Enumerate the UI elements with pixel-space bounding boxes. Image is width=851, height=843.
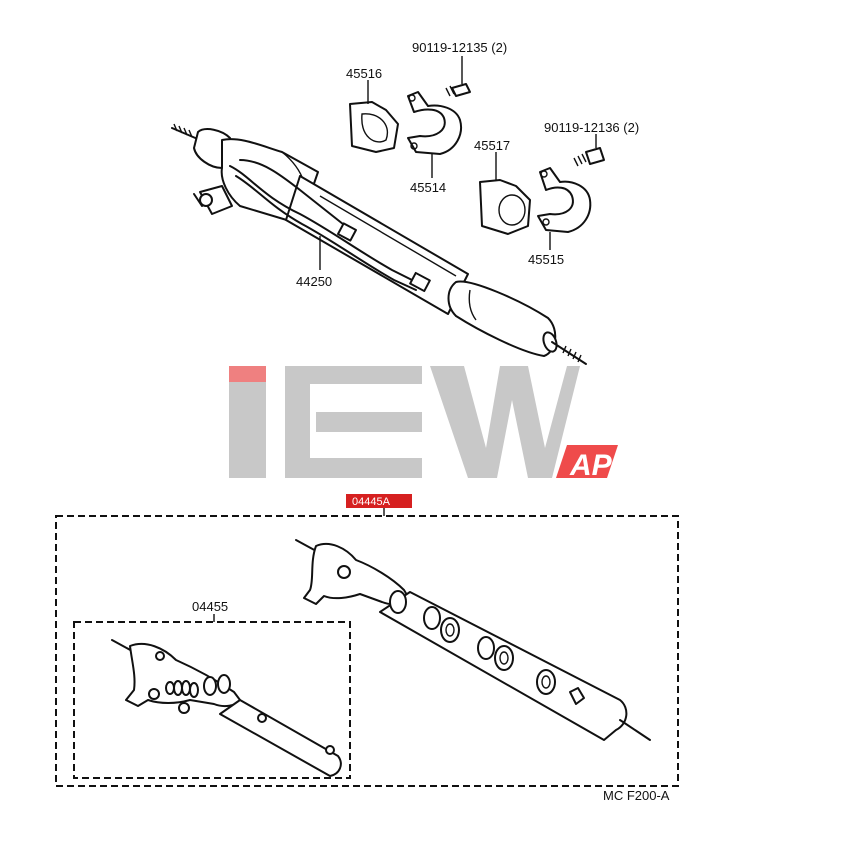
grommet-45517 xyxy=(479,179,531,235)
kit-housing-plug xyxy=(337,565,351,579)
kit-seal-3-inner xyxy=(445,623,455,637)
part-label-45517: 45517 xyxy=(474,138,510,153)
bracket-set-right: 45517 45515 90119-12136 (2) xyxy=(474,120,639,267)
bracket-45514-hole-b xyxy=(410,142,418,150)
watermark-red-tab xyxy=(556,445,618,478)
watermark-letter-c-bar xyxy=(316,412,422,432)
kit-04445a-border xyxy=(55,515,679,787)
grommet-45516 xyxy=(349,101,399,153)
right-boot-edge xyxy=(468,289,477,321)
bracket-45515 xyxy=(537,167,592,233)
right-boot xyxy=(447,280,557,357)
inner-ring-5 xyxy=(203,676,217,696)
fluid-line-b xyxy=(235,175,417,291)
pinion-tip xyxy=(193,193,203,207)
watermark-letter-c xyxy=(285,366,422,478)
kit-seal-6-inner xyxy=(541,675,551,689)
right-boot-clamp xyxy=(542,331,558,353)
part-label-45514: 45514 xyxy=(410,180,446,195)
part-label-bolt-b: 90119-12136 (2) xyxy=(544,120,639,135)
bolt-a-head xyxy=(451,83,471,97)
kit-shaft-right xyxy=(619,719,651,741)
inner-nut xyxy=(178,702,190,714)
bolt-b-thread xyxy=(573,153,587,167)
inner-ring-3 xyxy=(181,680,191,696)
bolt-a-thread xyxy=(445,85,455,97)
kit-seal-6 xyxy=(536,669,556,695)
rack-tube xyxy=(285,175,469,315)
bracket-45514 xyxy=(407,91,462,155)
right-thread-marks xyxy=(562,345,582,363)
kit-seal-5-inner xyxy=(499,651,509,665)
bracket-45515-hole-b xyxy=(542,218,550,226)
grommet-45516-hole xyxy=(361,113,389,143)
fluid-line-a xyxy=(229,165,417,283)
bracket-set-left: 45516 45514 90119-12135 (2) xyxy=(346,40,507,195)
kit-04455-border xyxy=(73,621,351,779)
line-connector xyxy=(409,271,431,293)
inner-ring-6 xyxy=(217,674,231,694)
kit-04445a-tag xyxy=(346,494,412,508)
inner-bolt-a xyxy=(257,713,267,723)
watermark-letter-i xyxy=(229,382,266,478)
inner-ring-4 xyxy=(189,682,199,698)
part-label-45515: 45515 xyxy=(528,252,564,267)
grommet-45517-hole xyxy=(498,194,526,226)
inner-rack-tube xyxy=(219,699,342,777)
inner-ring-1 xyxy=(165,681,175,695)
left-thread-marks xyxy=(173,123,193,138)
watermark-letter-w xyxy=(430,366,580,478)
figure-code: MC F200-A xyxy=(603,788,670,803)
inner-bolt-b xyxy=(325,745,335,755)
part-label-44250: 44250 xyxy=(296,274,332,289)
bracket-45515-hole-a xyxy=(540,170,548,178)
kit-04455: 04455 xyxy=(73,599,351,779)
bracket-45514-hole-a xyxy=(408,94,416,102)
inner-plug-b xyxy=(148,688,160,700)
kit-seal-5 xyxy=(494,645,514,671)
kit-seal-4 xyxy=(477,636,495,660)
kit-04445a: 04445A xyxy=(55,494,679,787)
part-label-45516: 45516 xyxy=(346,66,382,81)
watermark-ap-text: AP xyxy=(569,449,613,482)
fluid-line-c xyxy=(239,159,349,229)
kit-end-plug xyxy=(569,687,585,705)
part-label-bolt-a: 90119-12135 (2) xyxy=(412,40,507,55)
inner-plug-a xyxy=(155,651,165,661)
pinion-nut xyxy=(199,193,213,207)
watermark-red-bar xyxy=(229,366,266,382)
rack-tube-highlight xyxy=(319,195,457,277)
watermark-logo: AP xyxy=(229,366,618,482)
inner-ring-2 xyxy=(173,680,183,696)
steering-rack-assembly: 44250 xyxy=(171,123,587,365)
kit-seal-3 xyxy=(440,617,460,643)
bolt-b-head xyxy=(585,147,605,165)
part-label-04455: 04455 xyxy=(192,599,228,614)
line-clamp xyxy=(337,222,357,242)
kit-seal-1 xyxy=(389,590,407,614)
kit-04445a-label: 04445A xyxy=(352,496,391,508)
kit-seal-2 xyxy=(423,606,441,630)
